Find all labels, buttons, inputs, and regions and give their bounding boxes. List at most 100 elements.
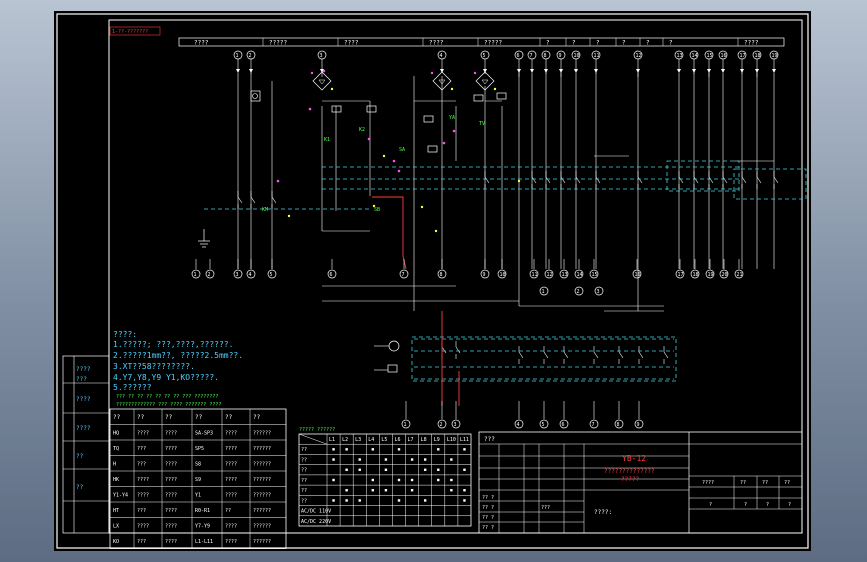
relay-coil — [366, 105, 377, 113]
note-line-1: 1.?????; ???,????,??????. — [113, 340, 233, 349]
top-terminal-10-number: 10 — [574, 53, 580, 59]
switch-closed-mark — [332, 448, 335, 451]
switch-closed-mark — [450, 458, 453, 461]
bottom-terminal-15-number: 15 — [592, 272, 598, 278]
relay-coil — [331, 105, 342, 113]
legend-header-2: ?? — [137, 414, 145, 421]
legend-cell: ??? — [137, 539, 146, 545]
contract-label: ??? — [484, 436, 495, 443]
note-extra-a: ??? ?? ?? ?? ?? ?? ?? ??? ???????? — [116, 394, 218, 400]
switch-closed-mark — [423, 458, 427, 461]
switch-closed-mark — [450, 489, 453, 492]
legend-cell: ?????? — [253, 431, 271, 437]
switch-row-1: ?? — [301, 447, 307, 453]
legend-cell: KO — [113, 539, 119, 545]
switch-closed-mark — [423, 499, 427, 502]
switch-row-8: AC/DC 220V — [301, 519, 331, 525]
switch-column-4: L4 — [368, 437, 374, 443]
top-terminal-2-number: 2 — [249, 53, 252, 59]
sign-row-4: ?? ? — [482, 525, 494, 531]
arrow-head — [707, 69, 711, 73]
legend-cell: ???? — [225, 431, 237, 437]
legend-cell: Y1-Y4 — [113, 493, 128, 499]
bottom-terminal-19-number: 19 — [708, 272, 714, 278]
bottom-terminal-21-number: 21 — [737, 272, 743, 278]
notes-header: ????: — [113, 330, 137, 339]
mid-terminal-1 — [539, 286, 549, 296]
component-label: K2 — [359, 127, 365, 133]
bottom-terminal-20-number: 20 — [722, 272, 728, 278]
legend-cell: Y7-Y9 — [195, 524, 210, 530]
resistor-symbol — [387, 364, 398, 373]
legend-cell: LX — [113, 524, 119, 530]
switch-column-7: L7 — [408, 437, 414, 443]
legend-cell: SP5 — [195, 446, 204, 452]
bottom-terminal-1 — [191, 269, 201, 279]
relay-coil — [473, 94, 484, 102]
switch-closed-mark — [371, 448, 375, 451]
bottom-terminal-12-number: 12 — [547, 272, 553, 278]
sign-row-1: ?? ? — [482, 495, 494, 501]
top-terminal-13-number: 13 — [677, 53, 683, 59]
top-terminal-8-number: 8 — [544, 53, 547, 59]
legend-cell: ???? — [225, 524, 237, 530]
marker-dot — [392, 159, 396, 163]
switch-row-6: ?? — [301, 498, 307, 504]
switch-closed-mark — [397, 448, 401, 451]
legend-header-4: ?? — [195, 414, 203, 421]
marker-dot — [434, 229, 438, 233]
contact-switch — [543, 351, 549, 359]
lower-terminal-3-number: 3 — [454, 422, 457, 428]
top-terminal-18-number: 18 — [755, 53, 761, 59]
switch-closed-mark — [463, 489, 466, 492]
title-line-1: ?????????????? — [604, 468, 655, 475]
lower-terminal-7-number: 7 — [592, 422, 595, 428]
bottom-terminal-13-number: 13 — [562, 272, 568, 278]
bus-labels: ???????????????????????????????? — [194, 38, 759, 47]
contact-switch — [693, 176, 699, 184]
legend-cell: S8 — [195, 462, 201, 468]
top-terminal-12-number: 12 — [636, 53, 642, 59]
bottom-terminal-9 — [480, 269, 490, 279]
switch-closed-mark — [437, 478, 440, 482]
legend-cell: L1-L11 — [195, 539, 213, 545]
top-terminal-15-number: 15 — [707, 53, 713, 59]
top-terminal-6-number: 6 — [517, 53, 520, 59]
switch-closed-mark — [384, 458, 388, 461]
switch-column-6: L6 — [394, 437, 400, 443]
bus-label-8: ? — [596, 40, 600, 47]
right-cell-4: ? — [788, 502, 791, 508]
switch-row-3: ?? — [301, 468, 307, 474]
right-cell-2: ? — [744, 502, 747, 508]
legend-cell: R0-R1 — [195, 508, 210, 514]
corner-tag: 1-??-??????? — [112, 29, 148, 35]
bottom-terminal-5 — [267, 269, 277, 279]
switch-column-11: L11 — [460, 437, 469, 443]
contact-switch — [678, 176, 684, 184]
mid-terminal-1-number: 1 — [542, 289, 545, 295]
transformer-box — [250, 90, 261, 102]
lower-terminal-1 — [401, 419, 411, 429]
red-wire — [372, 196, 407, 270]
node-dot — [473, 71, 477, 75]
legend-header-1: ?? — [113, 414, 121, 421]
diode-symbol — [438, 79, 446, 85]
switch-closed-mark — [450, 478, 453, 482]
marker-dot — [372, 204, 376, 208]
side-label-4: ???? — [76, 425, 91, 432]
contact-switch — [250, 196, 256, 204]
bottom-terminal-5-number: 5 — [270, 272, 273, 278]
contact-switch — [531, 176, 537, 184]
right-header-3: ?? — [762, 480, 768, 486]
marker-dot — [322, 69, 326, 73]
lower-terminal-2 — [437, 419, 447, 429]
component-label: SA — [399, 147, 405, 153]
marker-dot — [367, 137, 371, 141]
side-label-1: ???? — [76, 366, 91, 373]
component-label: SB — [374, 207, 380, 213]
switch-column-2: L2 — [342, 437, 348, 443]
switch-closed-mark — [463, 448, 466, 451]
bottom-terminal-12 — [544, 269, 554, 279]
bus-label-4: ???? — [429, 40, 444, 47]
